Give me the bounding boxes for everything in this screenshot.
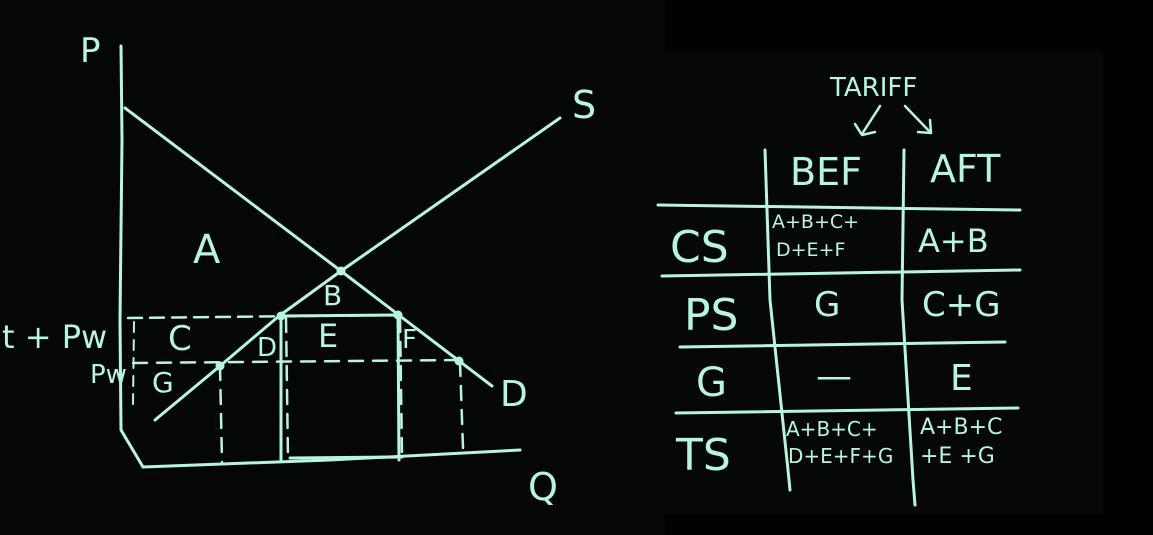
row-label-cs: CS — [670, 222, 729, 273]
row-label-ts: TS — [675, 430, 731, 481]
grid-line-col2 — [900, 148, 917, 507]
demand-world-point — [454, 356, 464, 366]
equilibrium-point — [336, 266, 346, 276]
price-axis — [118, 44, 145, 469]
drop-line-supply-tariff — [284, 316, 290, 462]
drop-line-demand-world — [458, 360, 465, 450]
area-e-rectangle — [279, 313, 404, 462]
cs-after: A+B — [918, 222, 989, 260]
ts-before-line2: D+E+F+G — [788, 444, 893, 468]
column-header-before: BEF — [790, 150, 862, 194]
surplus-table: TARIFF BEF AFT CS PS G TS A+B+C+ D+E+F A… — [656, 73, 1022, 507]
demand-tariff-point — [393, 310, 403, 320]
drop-line-demand-tariff — [398, 316, 404, 457]
area-e-label: E — [318, 317, 338, 355]
grid-line-row1 — [660, 268, 1022, 278]
demand-curve-label: D — [500, 374, 528, 415]
world-price-line — [131, 358, 462, 365]
g-after: E — [950, 358, 973, 399]
grid-line-row3 — [674, 406, 1020, 415]
grid-line-header — [656, 203, 1022, 212]
tariff-graph: P Q S D t + Pw Pw A B C D E F G — [2, 31, 596, 509]
supply-world-point — [215, 361, 225, 371]
g-before: — — [816, 356, 852, 397]
ts-before-line1: A+B+C+ — [786, 417, 878, 441]
grid-line-row2 — [678, 340, 1007, 349]
arrow-left-icon — [853, 104, 882, 137]
table-title: TARIFF — [829, 73, 917, 103]
quantity-axis-label: Q — [528, 465, 558, 509]
supply-tariff-point — [276, 311, 286, 321]
world-price-label: Pw — [90, 360, 127, 390]
ps-before: G — [814, 285, 840, 325]
ts-after-line1: A+B+C — [920, 415, 1002, 440]
ps-after: C+G — [922, 285, 1001, 325]
column-header-after: AFT — [930, 147, 1001, 191]
quantity-axis — [141, 448, 522, 469]
area-f-label: F — [402, 325, 417, 355]
ts-after-line2: +E +G — [920, 444, 995, 469]
arrow-right-icon — [903, 104, 933, 135]
area-a-label: A — [193, 227, 221, 273]
row-label-ps: PS — [684, 290, 738, 341]
area-g-label: G — [152, 366, 174, 399]
area-b-label: B — [323, 279, 342, 312]
area-d-label: D — [257, 333, 277, 363]
drop-line-supply-world — [218, 364, 224, 464]
cs-before-line2: D+E+F — [776, 239, 845, 261]
row-label-g: G — [696, 360, 727, 406]
tariff-price-label: t + Pw — [2, 318, 107, 356]
graph-blackboard — [0, 0, 665, 535]
supply-curve-label: S — [572, 83, 596, 127]
grid-line-col1 — [763, 148, 792, 492]
left-dashed-bracket — [132, 321, 135, 406]
table-blackboard — [665, 52, 1103, 514]
price-axis-label: P — [80, 31, 101, 71]
area-c-label: C — [168, 319, 192, 359]
cs-before-line1: A+B+C+ — [772, 211, 859, 233]
